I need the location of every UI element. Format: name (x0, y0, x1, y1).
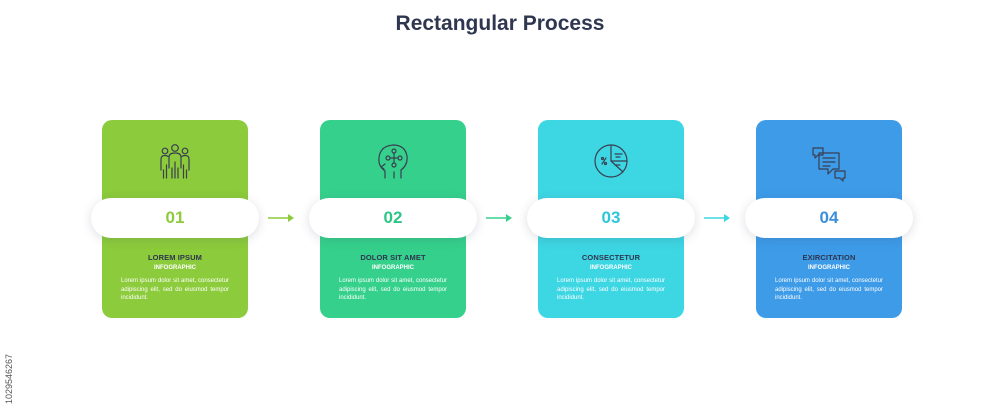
step-subheading: INFOGRAPHIC (372, 265, 414, 271)
pie-chart-icon (590, 140, 632, 182)
step-subheading: INFOGRAPHIC (154, 265, 196, 271)
step-number: 04 (819, 208, 839, 227)
step-body-text: Lorem ipsum dolor sit amet, consectetur … (557, 278, 665, 301)
step-heading: CONSECTETUR (581, 253, 641, 262)
step-body-text: Lorem ipsum dolor sit amet, consectetur … (121, 278, 229, 301)
step-number-pill-4: 04 (745, 198, 913, 238)
step-number: 02 (383, 208, 403, 227)
step-number: 03 (601, 208, 621, 227)
chat-bubbles-icon (808, 140, 850, 182)
arrow-right-icon (484, 211, 514, 225)
step-number-pill-2: 02 (309, 198, 477, 238)
step-heading: EXIRCITATION (802, 253, 856, 262)
step-body-text: Lorem ipsum dolor sit amet, consectetur … (339, 278, 447, 301)
step-subheading: INFOGRAPHIC (590, 265, 632, 271)
page-title: Rectangular Process (395, 12, 605, 35)
arrow-right-icon (266, 211, 296, 225)
step-body-text: Lorem ipsum dolor sit amet, consectetur … (775, 278, 883, 301)
side-stock-id-text: 1029546267 (4, 353, 14, 404)
step-number-pill-1: 01 (91, 198, 259, 238)
team-people-icon (154, 140, 196, 182)
side-stock-id: 1029546267 (0, 300, 14, 410)
head-circuit-icon (372, 140, 414, 182)
arrow-right-icon (702, 211, 732, 225)
step-number-pill-3: 03 (527, 198, 695, 238)
step-number: 01 (165, 208, 185, 227)
step-heading: DOLOR SIT AMET (360, 253, 426, 262)
step-subheading: INFOGRAPHIC (808, 265, 850, 271)
step-heading: LOREM IPSUM (147, 253, 203, 262)
